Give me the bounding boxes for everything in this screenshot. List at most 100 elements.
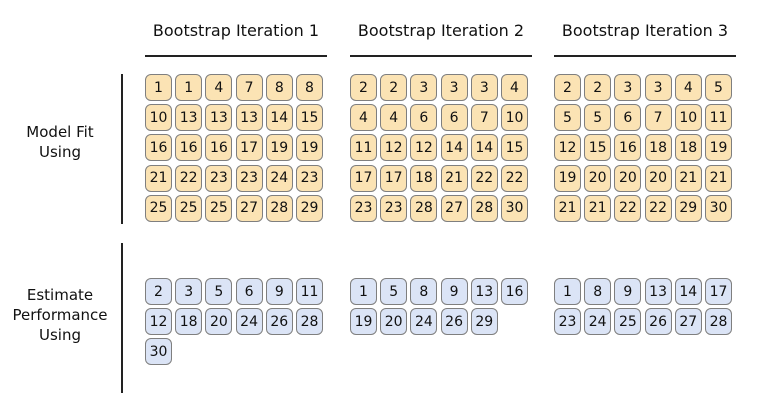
estimate-sample-cell: 11	[296, 278, 323, 305]
fit-sample-cell: 25	[145, 194, 172, 222]
fit-sample-cell: 4	[350, 104, 377, 132]
fit-sample-cell: 21	[554, 194, 581, 222]
estimate-sample-cell: 27	[674, 308, 702, 336]
fit-sample-cell: 20	[644, 164, 672, 192]
fit-sample-cell: 28	[265, 194, 293, 222]
estimate-sample-cell: 24	[584, 308, 612, 336]
fit-sample-cell: 3	[470, 74, 498, 101]
estimate-sample-cell: 5	[205, 278, 233, 305]
estimate-sample-cell: 28	[705, 308, 732, 336]
estimate-sample-cell: 8	[410, 278, 438, 305]
fit-sample-cell: 11	[705, 104, 732, 132]
row-label-estimate-performance: Estimate Performance Using	[8, 285, 112, 345]
estimate-sample-cell: 25	[614, 308, 642, 336]
fit-sample-cell: 3	[440, 74, 468, 101]
fit-sample-cell: 5	[554, 104, 581, 132]
estimate-sample-cell: 28	[296, 308, 323, 336]
fit-sample-cell: 2	[350, 74, 377, 101]
estimate-sample-cell: 5	[380, 278, 408, 305]
estimate-sample-cell: 16	[501, 278, 528, 305]
row-label-model-fit-line-1: Model Fit	[26, 123, 94, 141]
fit-sample-cell: 16	[205, 134, 233, 162]
fit-sample-cell: 4	[674, 74, 702, 101]
fit-sample-cell: 22	[470, 164, 498, 192]
fit-sample-cell: 11	[350, 134, 377, 162]
fit-sample-cell: 21	[584, 194, 612, 222]
fit-sample-cell: 22	[614, 194, 642, 222]
fit-sample-cell: 30	[501, 194, 528, 222]
fit-sample-cell: 22	[175, 164, 203, 192]
fit-sample-cell: 23	[350, 194, 377, 222]
estimate-sample-cell: 23	[554, 308, 581, 336]
fit-sample-cell: 23	[296, 164, 323, 192]
fit-sample-cell: 6	[614, 104, 642, 132]
fit-sample-cell: 17	[380, 164, 408, 192]
fit-sample-cell: 23	[235, 164, 263, 192]
fit-sample-cell: 18	[674, 134, 702, 162]
fit-sample-cell: 19	[554, 164, 581, 192]
fit-sample-cell: 12	[380, 134, 408, 162]
estimate-sample-cell: 1	[554, 278, 581, 305]
fit-sample-cell: 27	[440, 194, 468, 222]
iteration-3-title: Bootstrap Iteration 3	[561, 21, 729, 40]
estimate-sample-cell: 1	[350, 278, 377, 305]
iteration-2-title: Bootstrap Iteration 2	[357, 21, 525, 40]
iteration-1-title: Bootstrap Iteration 1	[152, 21, 320, 40]
estimate-row-divider	[121, 243, 123, 393]
fit-sample-cell: 2	[380, 74, 408, 101]
fit-sample-cell: 13	[175, 104, 203, 132]
estimate-sample-cell: 26	[644, 308, 672, 336]
fit-sample-cell: 24	[265, 164, 293, 192]
fit-sample-cell: 2	[584, 74, 612, 101]
fit-sample-cell: 29	[296, 194, 323, 222]
fit-sample-cell: 15	[296, 104, 323, 132]
fit-sample-cell: 19	[296, 134, 323, 162]
fit-sample-cell: 22	[501, 164, 528, 192]
fit-sample-cell: 15	[584, 134, 612, 162]
estimate-sample-cell: 9	[614, 278, 642, 305]
fit-sample-cell: 2	[554, 74, 581, 101]
fit-sample-cell: 7	[644, 104, 672, 132]
fit-sample-cell: 6	[410, 104, 438, 132]
fit-sample-cell: 10	[145, 104, 172, 132]
fit-sample-cell: 18	[410, 164, 438, 192]
fit-sample-cell: 17	[235, 134, 263, 162]
estimate-sample-cell: 14	[674, 278, 702, 305]
fit-sample-cell: 28	[470, 194, 498, 222]
estimate-sample-cell: 26	[265, 308, 293, 336]
fit-sample-cell: 14	[470, 134, 498, 162]
iteration-3-underline	[554, 55, 736, 57]
fit-sample-cell: 3	[644, 74, 672, 101]
fit-sample-cell: 20	[584, 164, 612, 192]
estimate-sample-cell: 18	[175, 308, 203, 336]
fit-sample-cell: 15	[501, 134, 528, 162]
iteration-1-underline	[145, 55, 327, 57]
fit-sample-cell: 16	[175, 134, 203, 162]
fit-sample-cell: 22	[644, 194, 672, 222]
fit-sample-cell: 25	[205, 194, 233, 222]
fit-sample-cell: 13	[205, 104, 233, 132]
estimate-sample-cell: 9	[265, 278, 293, 305]
estimate-sample-cell: 19	[350, 308, 377, 336]
fit-sample-cell: 4	[380, 104, 408, 132]
estimate-sample-cell: 30	[145, 338, 172, 366]
fit-sample-cell: 21	[674, 164, 702, 192]
fit-sample-cell: 30	[705, 194, 732, 222]
fit-sample-cell: 23	[205, 164, 233, 192]
row-label-model-fit: Model Fit Using	[8, 122, 112, 162]
estimate-sample-cell: 8	[584, 278, 612, 305]
fit-sample-cell: 12	[410, 134, 438, 162]
fit-sample-cell: 20	[614, 164, 642, 192]
fit-sample-cell: 12	[554, 134, 581, 162]
fit-sample-cell: 16	[145, 134, 172, 162]
estimate-sample-cell: 24	[235, 308, 263, 336]
fit-sample-cell: 21	[440, 164, 468, 192]
estimate-sample-cell: 24	[410, 308, 438, 336]
estimate-sample-cell: 26	[440, 308, 468, 336]
estimate-sample-cell: 3	[175, 278, 203, 305]
fit-sample-cell: 3	[614, 74, 642, 101]
fit-sample-cell: 27	[235, 194, 263, 222]
fit-sample-cell: 13	[235, 104, 263, 132]
estimate-sample-cell: 6	[235, 278, 263, 305]
row-label-estimate-line-3: Using	[39, 326, 81, 344]
